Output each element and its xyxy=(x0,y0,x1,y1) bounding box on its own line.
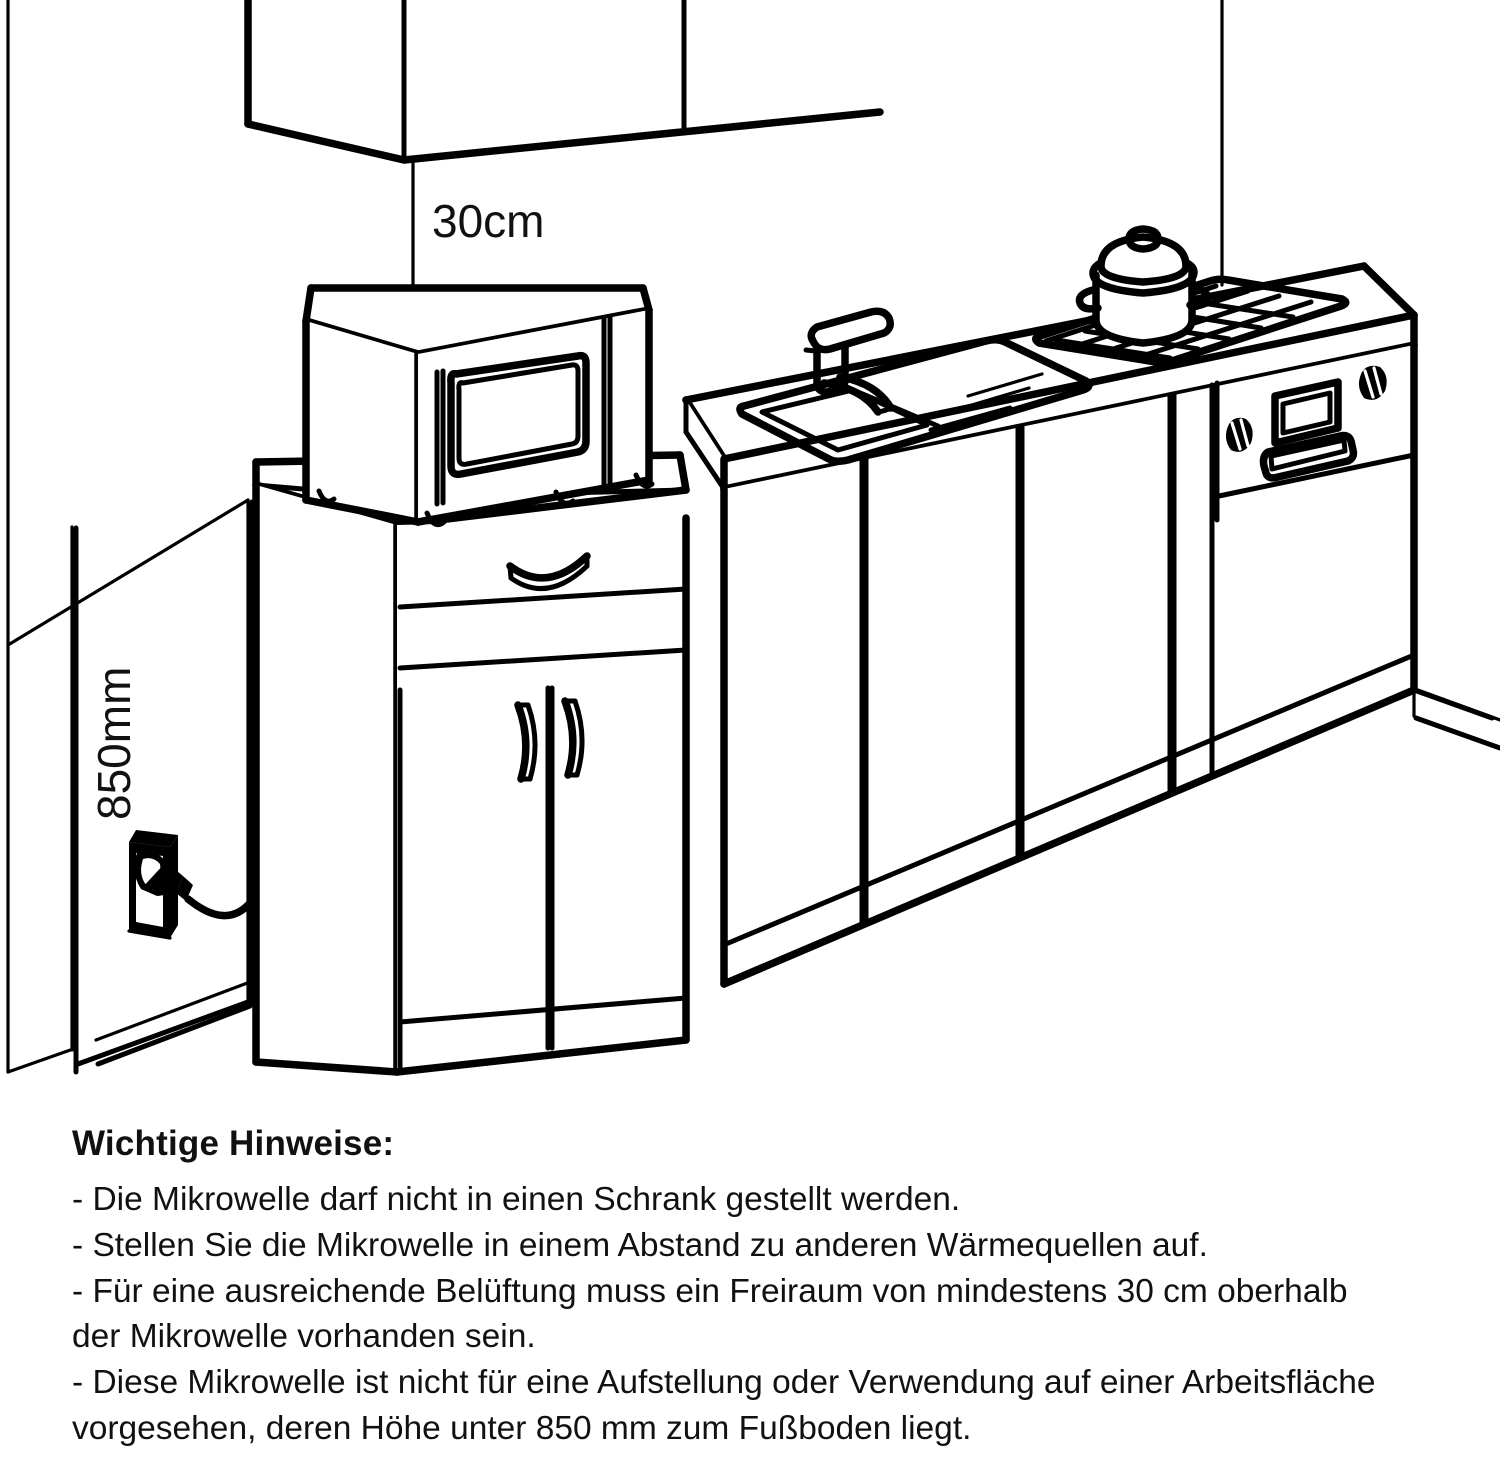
cabinet-door-handle-left[interactable] xyxy=(514,701,538,783)
wall-counter-join xyxy=(684,0,1224,434)
microwave-placement-diagram: 30cm xyxy=(6,0,1500,1076)
cabinet-door-handle-right[interactable] xyxy=(561,697,585,779)
note-line-1: - Die Mikrowelle darf nicht in einen Sch… xyxy=(72,1180,961,1218)
room-walls xyxy=(6,0,1500,1075)
drawer-handle[interactable] xyxy=(506,552,591,592)
mixer-tap[interactable] xyxy=(803,307,895,416)
oven-door-handle[interactable] xyxy=(1259,431,1358,482)
note-line-3: - Für eine ausreichende Belüftung muss e… xyxy=(72,1272,1348,1310)
oven-knob-right[interactable] xyxy=(1358,365,1387,400)
notes-title: Wichtige Hinweise: xyxy=(72,1124,395,1163)
microwave-oven xyxy=(302,284,655,527)
oven-knob-left[interactable] xyxy=(1225,417,1253,452)
worktop-height-dimension-850mm: 850mm xyxy=(70,525,140,1052)
note-line-4: der Mikrowelle vorhanden sein. xyxy=(72,1318,536,1356)
base-cabinet-with-drawer xyxy=(252,451,690,1076)
note-line-6: vorgesehen, deren Höhe unter 850 mm zum … xyxy=(72,1410,972,1448)
note-line-2: - Stellen Sie die Mikrowelle in einem Ab… xyxy=(72,1226,1208,1264)
clearance-label: 30cm xyxy=(432,195,544,247)
kitchen-countertop xyxy=(682,262,1418,988)
wall-cabinet xyxy=(244,0,884,164)
power-plug-with-cable xyxy=(134,852,254,920)
built-in-oven xyxy=(1214,342,1417,523)
cooking-pot-with-lid xyxy=(1075,225,1212,347)
double-bowl-sink xyxy=(736,335,1093,466)
wall-power-socket xyxy=(127,830,254,940)
note-line-5: - Diese Mikrowelle ist nicht für eine Au… xyxy=(72,1364,1376,1402)
worktop-height-label: 850mm xyxy=(88,667,140,820)
clearance-dimension-30cm: 30cm xyxy=(411,161,544,290)
important-notes-section: Wichtige Hinweise: - Die Mikrowelle darf… xyxy=(0,1078,1500,1464)
